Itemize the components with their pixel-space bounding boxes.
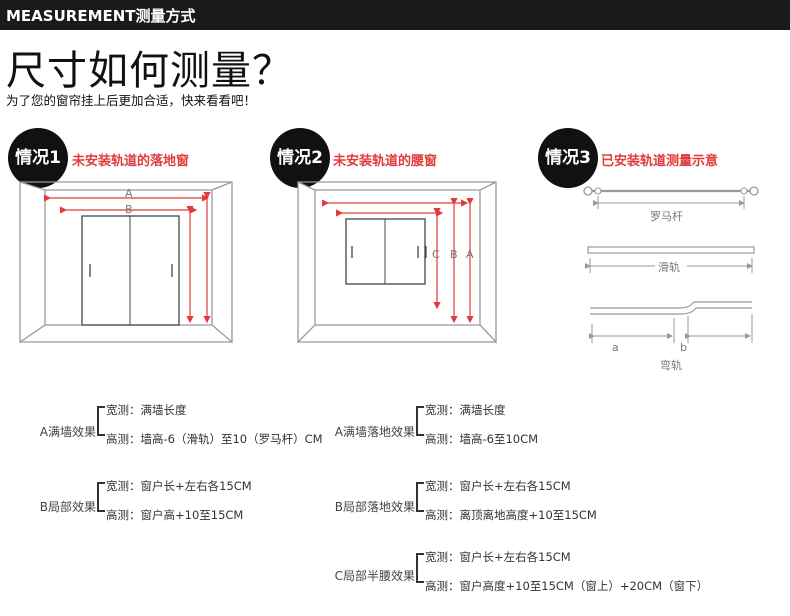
spec-a-full-wall-height: 高测：墙高-6（滑轨）至10（罗马杆）CM [106,432,323,446]
curved-track-segment-a: a [612,341,619,354]
spec-b-partial-height: 高测：窗户高+10至15CM [106,508,244,522]
spec-a-full-wall-floor-width: 宽测：满墙长度 [425,403,506,417]
spec-c-half-waist-width: 宽测：窗户长+左右各15CM [425,550,571,564]
measurement-diagrams: A B C B A 罗马杆 [19,180,759,372]
curved-track-segment-b: b [680,341,687,354]
spec-brace [416,553,424,583]
slide-track [587,246,755,254]
curved-track-label: 弯轨 [660,358,682,372]
case-3-label: 已安装轨道测量示意 [601,154,719,169]
spec-b-partial-floor-name: B局部落地效果 [334,500,415,514]
case-3-badge: 情况3 [538,128,598,188]
spec-brace [416,406,424,436]
room-1-mark-a: A [125,187,133,200]
spec-b-partial-floor-width: 宽测：窗户长+左右各15CM [425,479,571,493]
spec-a-full-wall-floor-height: 高测：墙高-6至10CM [425,432,539,446]
case-2-badge: 情况2 [270,128,330,188]
case-1-label: 未安装轨道的落地窗 [72,154,190,169]
slide-track-label: 滑轨 [658,260,680,274]
spec-b-partial-floor-height: 高测：离顶离地高度+10至15CM [425,508,597,522]
roman-rod-label: 罗马杆 [650,209,683,223]
room-2-mark-c: C [432,248,440,261]
installed-track-diagrams: 罗马杆 滑轨 a b 弯轨 [583,186,759,372]
room-2-mark-b: B [450,248,458,261]
room-1-mark-b: B [125,203,133,216]
header-banner: MEASUREMENT测量方式 [0,0,790,30]
spec-c-half-waist-height: 高测：窗户高度+10至15CM（窗上）+20CM（窗下） [425,579,709,593]
spec-a-full-wall-floor-name: A满墙落地效果 [334,425,415,439]
spec-brace [416,482,424,512]
spec-a-full-wall-width: 宽测：满墙长度 [106,403,187,417]
spec-b-partial-width: 宽测：窗户长+左右各15CM [106,479,252,493]
spec-b-partial-name: B局部效果 [39,500,96,514]
room-2-diagram: C B A [297,180,497,344]
spec-a-full-wall-name: A满墙效果 [39,425,96,439]
case-1-badge: 情况1 [8,128,68,188]
spec-brace [97,406,105,436]
case-2-label: 未安装轨道的腰窗 [333,154,438,169]
spec-brace [97,482,105,512]
room-1-diagram: A B [19,181,233,344]
banner-title: MEASUREMENT测量方式 [6,7,196,25]
spec-c-half-waist-name: C局部半腰效果 [334,569,415,583]
room-2-mark-a: A [466,248,474,261]
page-title: 尺寸如何测量？ [6,48,293,94]
page-subtitle: 为了您的窗帘挂上后更加合适，快来看看吧！ [6,93,257,108]
